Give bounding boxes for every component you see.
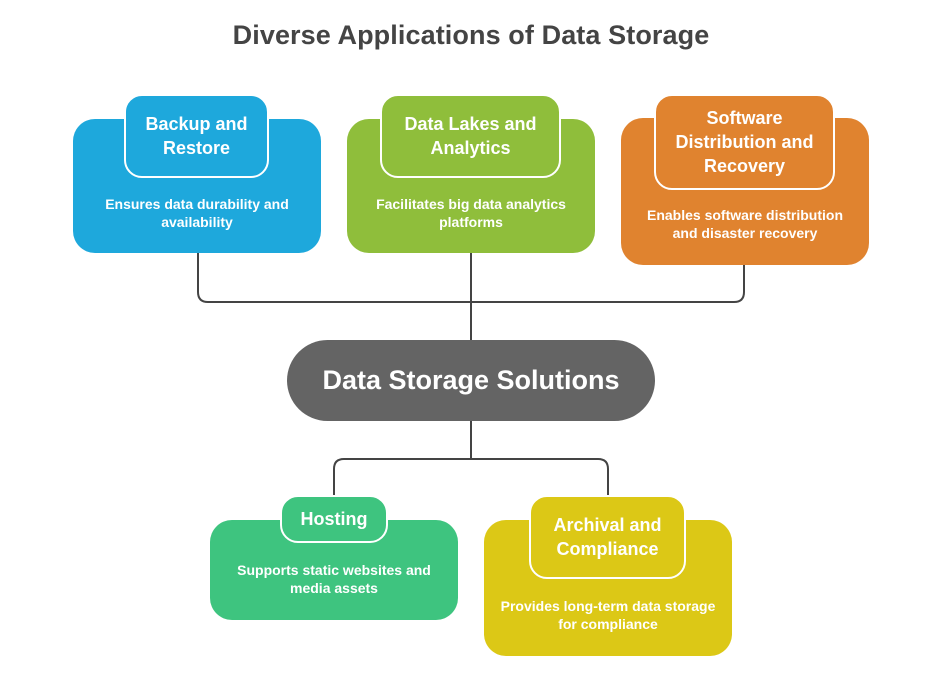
card-description: Ensures data durability and availability	[105, 196, 289, 230]
diagram-title: Diverse Applications of Data Storage	[232, 20, 710, 50]
connector-top	[197, 253, 745, 340]
card-title-data-lakes: Data Lakes and Analytics	[380, 94, 561, 178]
card-description: Enables software distribution and disast…	[646, 207, 844, 241]
card-title-software-distribution: Software Distribution and Recovery	[654, 94, 835, 190]
card-description: Supports static websites and media asset…	[237, 562, 431, 596]
card-backup-restore: Ensures data durability and availability	[73, 119, 321, 253]
card-description: Provides long-term data storage for comp…	[500, 598, 716, 632]
card-title-backup-restore: Backup and Restore	[124, 94, 269, 178]
card-title-archival-compliance: Archival and Compliance	[529, 495, 686, 579]
connector-bottom	[333, 421, 609, 520]
hub-node: Data Storage Solutions	[287, 340, 655, 421]
card-title-hosting: Hosting	[280, 495, 388, 543]
card-description: Facilitates big data analytics platforms	[376, 196, 566, 230]
